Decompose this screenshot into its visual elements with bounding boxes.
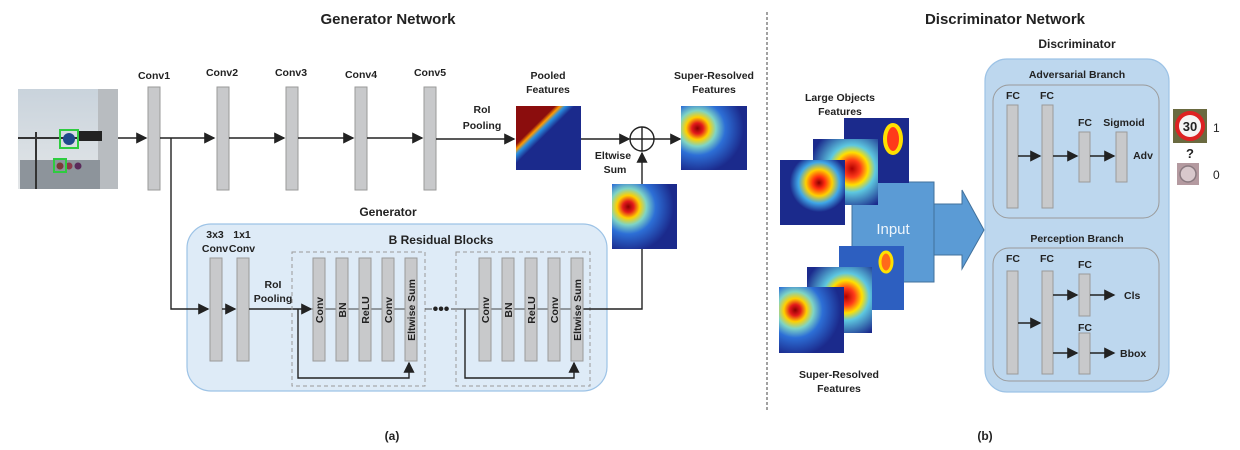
- svg-text:Conv1: Conv1: [138, 70, 170, 82]
- adversarial-branch-title: Adversarial Branch: [1029, 69, 1125, 81]
- conv1x1-label-2: Conv: [229, 243, 255, 255]
- per-fc4-label: FC: [1078, 322, 1092, 334]
- block2-layer-conv: [478, 257, 492, 362]
- conv3x3-label-1: 3x3: [206, 229, 224, 241]
- caption-a: (a): [385, 429, 400, 443]
- adv-sigmoid-layer: [1115, 131, 1128, 183]
- conv3x3-layer: [209, 257, 223, 362]
- per-fc2-label: FC: [1040, 253, 1054, 265]
- fake-label: 0: [1213, 168, 1220, 182]
- super-resolved-heatmap: [681, 106, 747, 170]
- svg-text:30: 30: [1183, 119, 1197, 134]
- eltwise-sum-label-1: Eltwise: [595, 150, 631, 162]
- block1-layer-eltwise-sum: [404, 257, 418, 362]
- adv-fc1-layer: [1006, 104, 1019, 209]
- detection-box-large: [59, 129, 79, 149]
- conv1x1-layer: [236, 257, 250, 362]
- block2-layer-conv: [547, 257, 561, 362]
- conv4-layer: Conv4: [345, 69, 377, 191]
- super-resolved-feature-stack: [779, 246, 904, 353]
- residual-heatmap: [612, 184, 677, 249]
- block1-layer-label: Eltwise Sum: [406, 279, 418, 341]
- large-objects-label-1: Large Objects: [805, 92, 875, 104]
- block2-layer-label: ReLU: [526, 296, 538, 323]
- adv-fc2-layer: [1041, 104, 1054, 209]
- generator-network-title: Generator Network: [320, 11, 456, 28]
- bbox-output-label: Bbox: [1120, 348, 1146, 360]
- pooled-features-label-1: Pooled: [530, 70, 565, 82]
- pooled-features-heatmap: [516, 106, 581, 170]
- real-label: 1: [1213, 121, 1220, 135]
- block2-layer-relu: [524, 257, 538, 362]
- input-street-image: [18, 89, 118, 189]
- block2-layer-label: Conv: [549, 297, 561, 323]
- svg-text:Conv2: Conv2: [206, 67, 238, 79]
- discriminator-title: Discriminator: [1038, 37, 1116, 51]
- block1-layer-label: ReLU: [360, 296, 372, 323]
- adv-fc3-layer: [1078, 131, 1091, 183]
- per-fc3-layer: [1078, 273, 1091, 317]
- conv3-layer: Conv3: [275, 67, 307, 191]
- residual-blocks-title: B Residual Blocks: [389, 233, 494, 247]
- per-fc2-layer: [1041, 270, 1054, 375]
- block1-layer-conv: [312, 257, 326, 362]
- perception-branch-box: [992, 247, 1160, 382]
- pooled-features-label-2: Features: [526, 84, 570, 96]
- block1-layer-conv: [381, 257, 395, 362]
- generator-title: Generator: [359, 205, 417, 219]
- caption-b: (b): [977, 429, 992, 443]
- block2-layer-eltwise-sum: [570, 257, 584, 362]
- adv-fc2-label: FC: [1040, 90, 1054, 102]
- conv2-layer: Conv2: [206, 67, 238, 191]
- eltwise-sum-operator: [629, 126, 655, 152]
- real-sign-image: 30: [1173, 109, 1207, 143]
- adv-sigmoid-label: Sigmoid: [1103, 117, 1144, 129]
- per-fc1-layer: [1006, 270, 1019, 375]
- block1-layer-label: Conv: [383, 297, 395, 323]
- block2-layer-label: Conv: [480, 297, 492, 323]
- per-fc1-label: FC: [1006, 253, 1020, 265]
- roi-pooling-label-2: Pooling: [463, 120, 502, 132]
- input-arrow: [933, 189, 985, 271]
- svg-text:Conv3: Conv3: [275, 67, 307, 79]
- adv-output-label: Adv: [1133, 150, 1153, 162]
- per-fc4-layer: [1078, 332, 1091, 375]
- question-mark: ?: [1186, 146, 1194, 161]
- cls-output-label: Cls: [1124, 290, 1141, 302]
- conv5-layer: Conv5: [414, 67, 446, 191]
- conv3x3-label-2: Conv: [202, 243, 228, 255]
- adv-fc1-label: FC: [1006, 90, 1020, 102]
- conv1x1-label-1: 1x1: [233, 229, 251, 241]
- large-objects-feature-stack: [780, 118, 909, 225]
- adv-fc3-label: FC: [1078, 117, 1092, 129]
- conv1-layer: Conv1: [138, 70, 170, 191]
- eltwise-sum-label-2: Sum: [604, 164, 627, 176]
- block2-layer-bn: [501, 257, 515, 362]
- block1-layer-label: Conv: [314, 297, 326, 323]
- sr-features-label-2: Features: [817, 383, 861, 395]
- super-resolved-label-1: Super-Resolved: [674, 70, 754, 82]
- ellipsis: •••: [433, 301, 450, 318]
- svg-text:Conv5: Conv5: [414, 67, 446, 79]
- fake-sign-image: [1177, 163, 1199, 185]
- block1-layer-label: BN: [337, 302, 349, 317]
- perception-branch-title: Perception Branch: [1030, 233, 1123, 245]
- detection-box-small: [53, 158, 67, 173]
- roi-pooling-label-1: RoI: [474, 104, 491, 116]
- block2-layer-label: Eltwise Sum: [572, 279, 584, 341]
- sr-features-label-1: Super-Resolved: [799, 369, 879, 381]
- large-objects-label-2: Features: [818, 106, 862, 118]
- block1-layer-relu: [358, 257, 372, 362]
- block2-layer-label: BN: [503, 302, 515, 317]
- gen-roi-pooling-label-1: RoI: [265, 279, 282, 291]
- adversarial-branch-box: [992, 84, 1160, 219]
- block1-layer-bn: [335, 257, 349, 362]
- svg-text:Conv4: Conv4: [345, 69, 377, 81]
- gen-roi-pooling-label-2: Pooling: [254, 293, 293, 305]
- per-fc3-label: FC: [1078, 259, 1092, 271]
- super-resolved-label-2: Features: [692, 84, 736, 96]
- input-label: Input: [876, 221, 910, 238]
- discriminator-network-title: Discriminator Network: [925, 11, 1086, 28]
